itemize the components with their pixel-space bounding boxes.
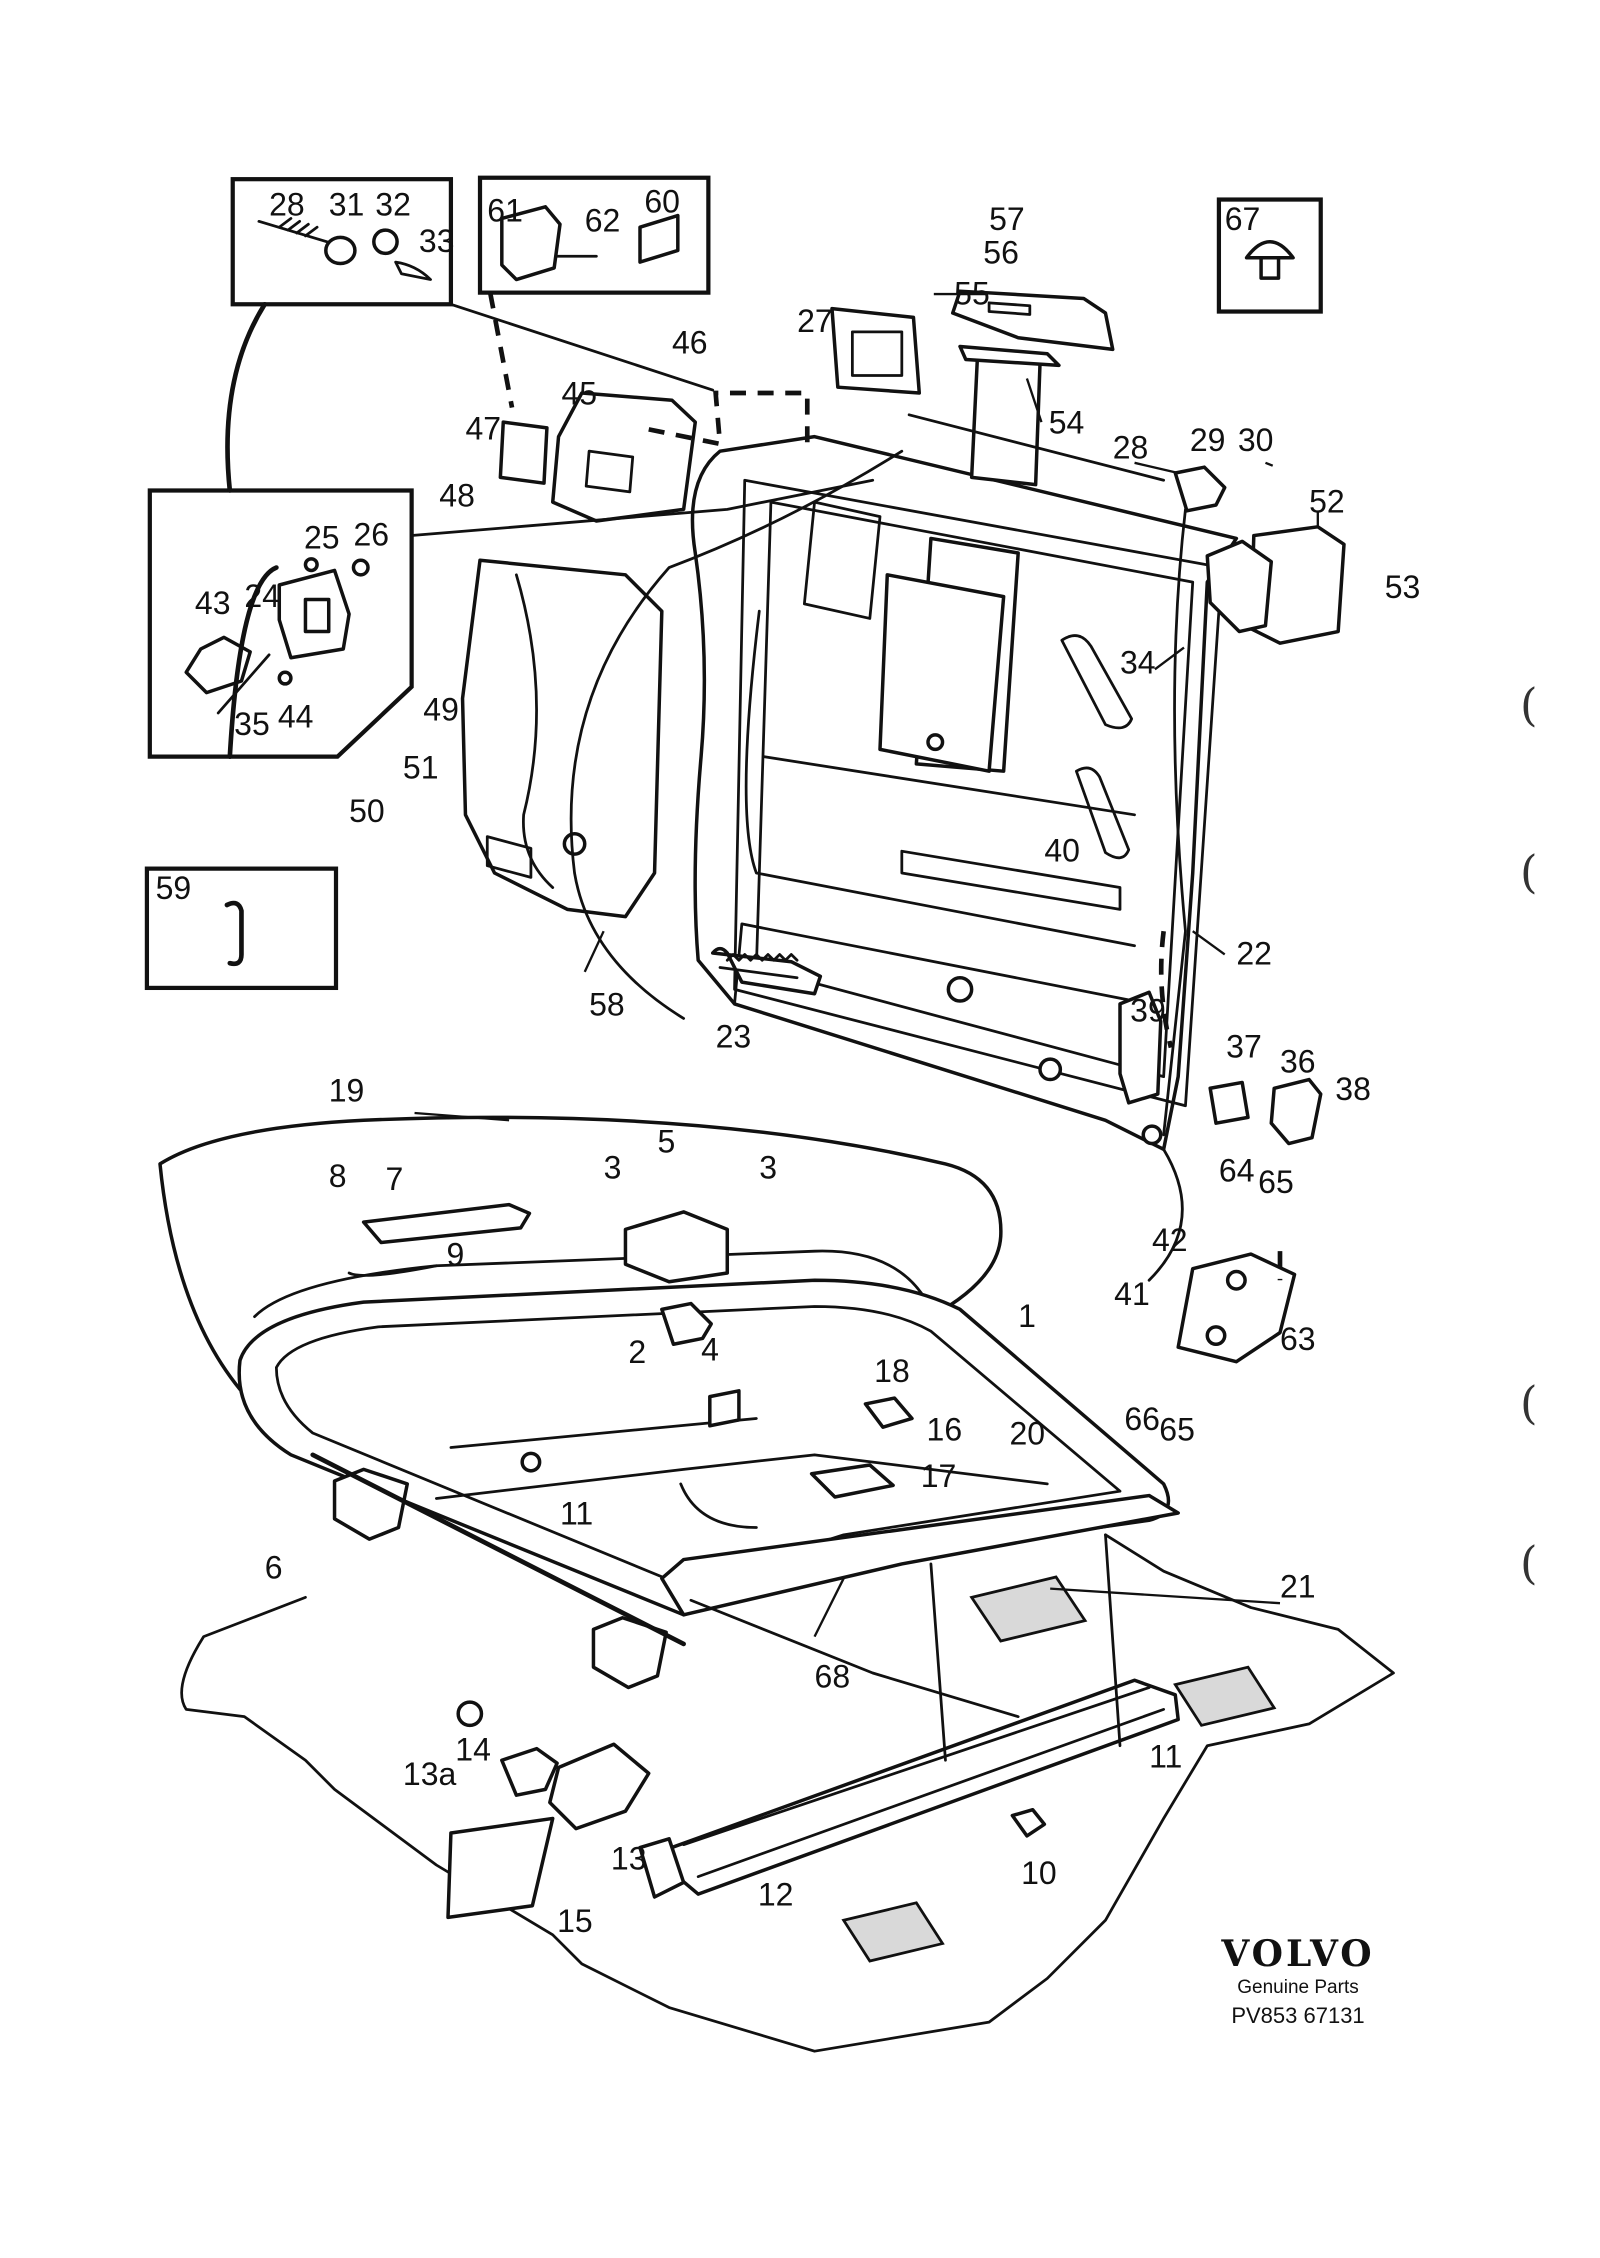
callout-label: 19 xyxy=(329,1072,365,1108)
callout-leaders xyxy=(414,292,1319,1638)
callout-label: 3 xyxy=(604,1149,622,1185)
callout-label: 31 xyxy=(329,187,365,223)
callout-label: 47 xyxy=(465,411,501,447)
callout-label: 27 xyxy=(797,303,833,339)
callout-label: 3 xyxy=(759,1149,777,1185)
callout-label: 13a xyxy=(403,1756,457,1792)
callout-label: 68 xyxy=(815,1659,851,1695)
callout-label: 9 xyxy=(447,1237,465,1273)
callout-label: 65 xyxy=(1258,1164,1294,1200)
callout-label: 60 xyxy=(644,184,680,220)
callout-label: 5 xyxy=(657,1123,675,1159)
callout-label: 2 xyxy=(628,1334,646,1370)
callout-label: 37 xyxy=(1226,1029,1262,1065)
volvo-logo: VOLVO xyxy=(1221,1933,1375,1975)
callout-label: 59 xyxy=(156,870,192,906)
callout-label: 46 xyxy=(672,325,708,361)
callout-label: 12 xyxy=(758,1877,794,1913)
callout-label: 53 xyxy=(1385,569,1421,605)
callout-label: 16 xyxy=(927,1411,963,1447)
callout-label: 11 xyxy=(560,1496,593,1532)
callout-label: 20 xyxy=(1009,1416,1045,1452)
callout-label: 41 xyxy=(1114,1276,1150,1312)
callout-label: 58 xyxy=(589,987,625,1023)
margin-mark: ( xyxy=(1520,846,1538,899)
callout-label: 54 xyxy=(1049,405,1085,441)
backrest-frame xyxy=(690,434,1239,1152)
callout-label: 24 xyxy=(244,578,280,614)
callout-label: 63 xyxy=(1280,1321,1316,1357)
callout-label: 38 xyxy=(1335,1071,1371,1107)
seat-frame-1 xyxy=(237,1202,1180,1690)
callout-label: 64 xyxy=(1219,1152,1255,1188)
floor-panel-21 xyxy=(180,1533,1395,2053)
callout-label: 30 xyxy=(1238,422,1274,458)
headrest-guide-assembly xyxy=(498,289,1346,645)
callout-label: 43 xyxy=(195,585,231,621)
callout-label: 28 xyxy=(1113,429,1149,465)
callout-label: 67 xyxy=(1225,201,1261,237)
callout-label: 65 xyxy=(1159,1411,1195,1447)
callout-label: 51 xyxy=(403,749,439,785)
callout-labels: 1 2 3 3 4 5 6 7 8 9 10 11 11 12 13 13a 1… xyxy=(156,184,1421,1939)
callout-label: 62 xyxy=(585,203,621,239)
callout-label: 34 xyxy=(1120,645,1156,681)
inset-box-67 xyxy=(1216,197,1323,314)
callout-label: 14 xyxy=(455,1731,491,1767)
callout-label: 66 xyxy=(1124,1401,1160,1437)
callout-label: 6 xyxy=(265,1549,283,1585)
recliner-parts xyxy=(1176,1077,1323,1364)
callout-label: 25 xyxy=(304,520,340,556)
callout-label: 61 xyxy=(487,192,523,228)
callout-label: 21 xyxy=(1280,1568,1316,1604)
callout-label: 15 xyxy=(557,1903,593,1939)
callout-label: 36 xyxy=(1280,1043,1316,1079)
callout-label: 52 xyxy=(1309,483,1345,519)
callout-label: 35 xyxy=(234,706,270,742)
callout-label: 57 xyxy=(989,201,1025,237)
margin-mark: ( xyxy=(1520,678,1538,731)
part-reference: PV853 67131 xyxy=(1231,2003,1365,2028)
callout-label: 7 xyxy=(385,1161,403,1197)
callout-label: 22 xyxy=(1236,936,1272,972)
margin-mark: ( xyxy=(1520,1376,1538,1429)
callout-label: 45 xyxy=(561,376,597,412)
callout-label: 48 xyxy=(439,477,475,513)
callout-label: 10 xyxy=(1021,1855,1057,1891)
margin-marks: ( ( ( ( xyxy=(1520,678,1538,1589)
callout-label: 26 xyxy=(353,517,389,553)
callout-label: 32 xyxy=(375,187,411,223)
callout-label: 4 xyxy=(701,1331,719,1367)
callout-label: 8 xyxy=(329,1158,347,1194)
callout-label: 11 xyxy=(1149,1739,1182,1775)
inset-box-latch xyxy=(147,488,414,759)
inset-box-upper-left xyxy=(230,177,454,307)
margin-mark: ( xyxy=(1520,1536,1538,1589)
callout-label: 56 xyxy=(983,235,1019,271)
callout-label: 29 xyxy=(1190,422,1226,458)
callout-label: 33 xyxy=(419,223,455,259)
callout-label: 49 xyxy=(423,691,459,727)
seat-rail-12 xyxy=(446,1678,1180,1920)
inset-box-59 xyxy=(144,866,339,991)
callout-label: 40 xyxy=(1044,832,1080,868)
volvo-brand-block: VOLVO Genuine Parts PV853 67131 xyxy=(1178,1933,1418,2030)
callout-label: 13 xyxy=(611,1840,647,1876)
callout-label: 55 xyxy=(954,275,990,311)
callout-label: 44 xyxy=(278,699,314,735)
callout-label: 50 xyxy=(349,793,385,829)
callout-label: 18 xyxy=(874,1353,910,1389)
callout-label: 39 xyxy=(1130,992,1166,1028)
callout-label: 23 xyxy=(716,1019,752,1055)
callout-label: 28 xyxy=(269,187,305,223)
callout-label: 17 xyxy=(921,1458,957,1494)
callout-label: 42 xyxy=(1152,1222,1188,1258)
callout-label: 1 xyxy=(1018,1298,1036,1334)
brand-subtitle: Genuine Parts xyxy=(1237,1977,1359,1998)
inset-box-hinge xyxy=(477,175,711,295)
